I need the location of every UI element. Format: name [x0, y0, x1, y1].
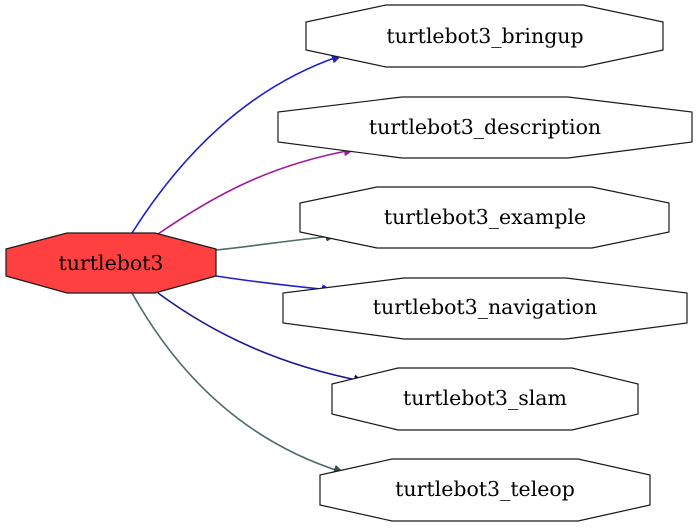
node-turtlebot3-teleop[interactable]: turtlebot3_teleop — [319, 458, 651, 522]
node-turtlebot3-teleop-shape — [319, 458, 651, 522]
edge-to-turtlebot3-slam — [157, 292, 362, 381]
node-turtlebot3-label: turtlebot3 — [59, 251, 164, 275]
node-turtlebot3-navigation[interactable]: turtlebot3_navigation — [282, 277, 688, 340]
node-turtlebot3-bringup-label: turtlebot3_bringup — [386, 24, 583, 48]
node-turtlebot3-bringup-shape — [305, 4, 664, 68]
node-turtlebot3-example[interactable]: turtlebot3_example — [299, 186, 670, 249]
node-turtlebot3-description-label: turtlebot3_description — [369, 115, 601, 139]
node-turtlebot3-description-shape — [277, 96, 693, 159]
node-turtlebot3-navigation-label: turtlebot3_navigation — [373, 295, 597, 319]
edge-to-turtlebot3-example — [215, 236, 334, 251]
node-turtlebot3-shape — [5, 232, 217, 294]
node-turtlebot3-navigation-shape — [282, 277, 688, 340]
node-turtlebot3-example-label: turtlebot3_example — [384, 205, 586, 229]
node-turtlebot3-teleop-label: turtlebot3_teleop — [395, 477, 575, 501]
node-turtlebot3-slam-shape — [331, 367, 639, 431]
node-turtlebot3[interactable]: turtlebot3 — [5, 232, 217, 294]
edges — [131, 56, 362, 472]
node-turtlebot3-description[interactable]: turtlebot3_description — [277, 96, 693, 159]
node-turtlebot3-bringup[interactable]: turtlebot3_bringup — [305, 4, 664, 68]
edge-to-turtlebot3-description — [157, 150, 352, 235]
edge-to-turtlebot3-navigation — [215, 275, 330, 290]
edge-to-turtlebot3-bringup — [131, 56, 340, 234]
node-turtlebot3-slam[interactable]: turtlebot3_slam — [331, 367, 639, 431]
edge-to-turtlebot3-teleop — [131, 292, 342, 472]
node-turtlebot3-slam-label: turtlebot3_slam — [403, 386, 567, 410]
node-turtlebot3-example-shape — [299, 186, 670, 249]
